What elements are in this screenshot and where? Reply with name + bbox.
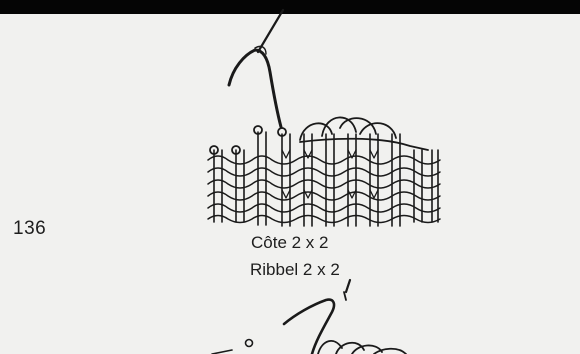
figure-caption-dutch: Ribbel 2 x 2 — [250, 260, 340, 280]
knitted-fabric-upper — [208, 117, 440, 226]
figure-caption-french: Côte 2 x 2 — [251, 233, 329, 253]
page-number: 136 — [13, 218, 46, 240]
needle-thread-upper — [229, 10, 283, 127]
needle-thread-lower — [212, 280, 406, 354]
